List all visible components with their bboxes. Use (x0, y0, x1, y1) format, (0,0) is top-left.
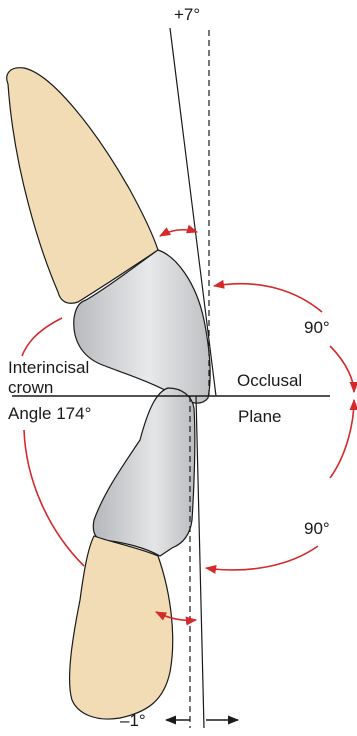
interincisal-label-line2: crown (8, 378, 53, 397)
right-90-degree-arc-lower (330, 400, 354, 478)
interincisal-arc-upper (22, 318, 62, 356)
right-90-degree-arc-upper (330, 346, 354, 392)
top-angle-label: +7° (174, 5, 200, 24)
lower-incisor-crown (93, 388, 195, 556)
lower-90-label: 90° (304, 519, 330, 538)
upper-small-angle-arc (160, 230, 197, 236)
interincisal-label-line1: Interincisal (8, 358, 89, 377)
lower-incisor-axis-line (196, 396, 204, 728)
upper-90-label: 90° (304, 318, 330, 337)
occlusal-label-line2: Plane (238, 407, 281, 426)
interincisal-arc-lower (24, 430, 84, 566)
occlusal-label-line1: Occlusal (237, 371, 302, 390)
lower-incisor-root (70, 536, 173, 719)
interincisal-angle-label: Angle 174° (8, 404, 91, 423)
bottom-angle-label: –1° (120, 711, 146, 730)
lower-90-degree-arc (206, 546, 318, 570)
upper-90-degree-arc (214, 284, 322, 312)
